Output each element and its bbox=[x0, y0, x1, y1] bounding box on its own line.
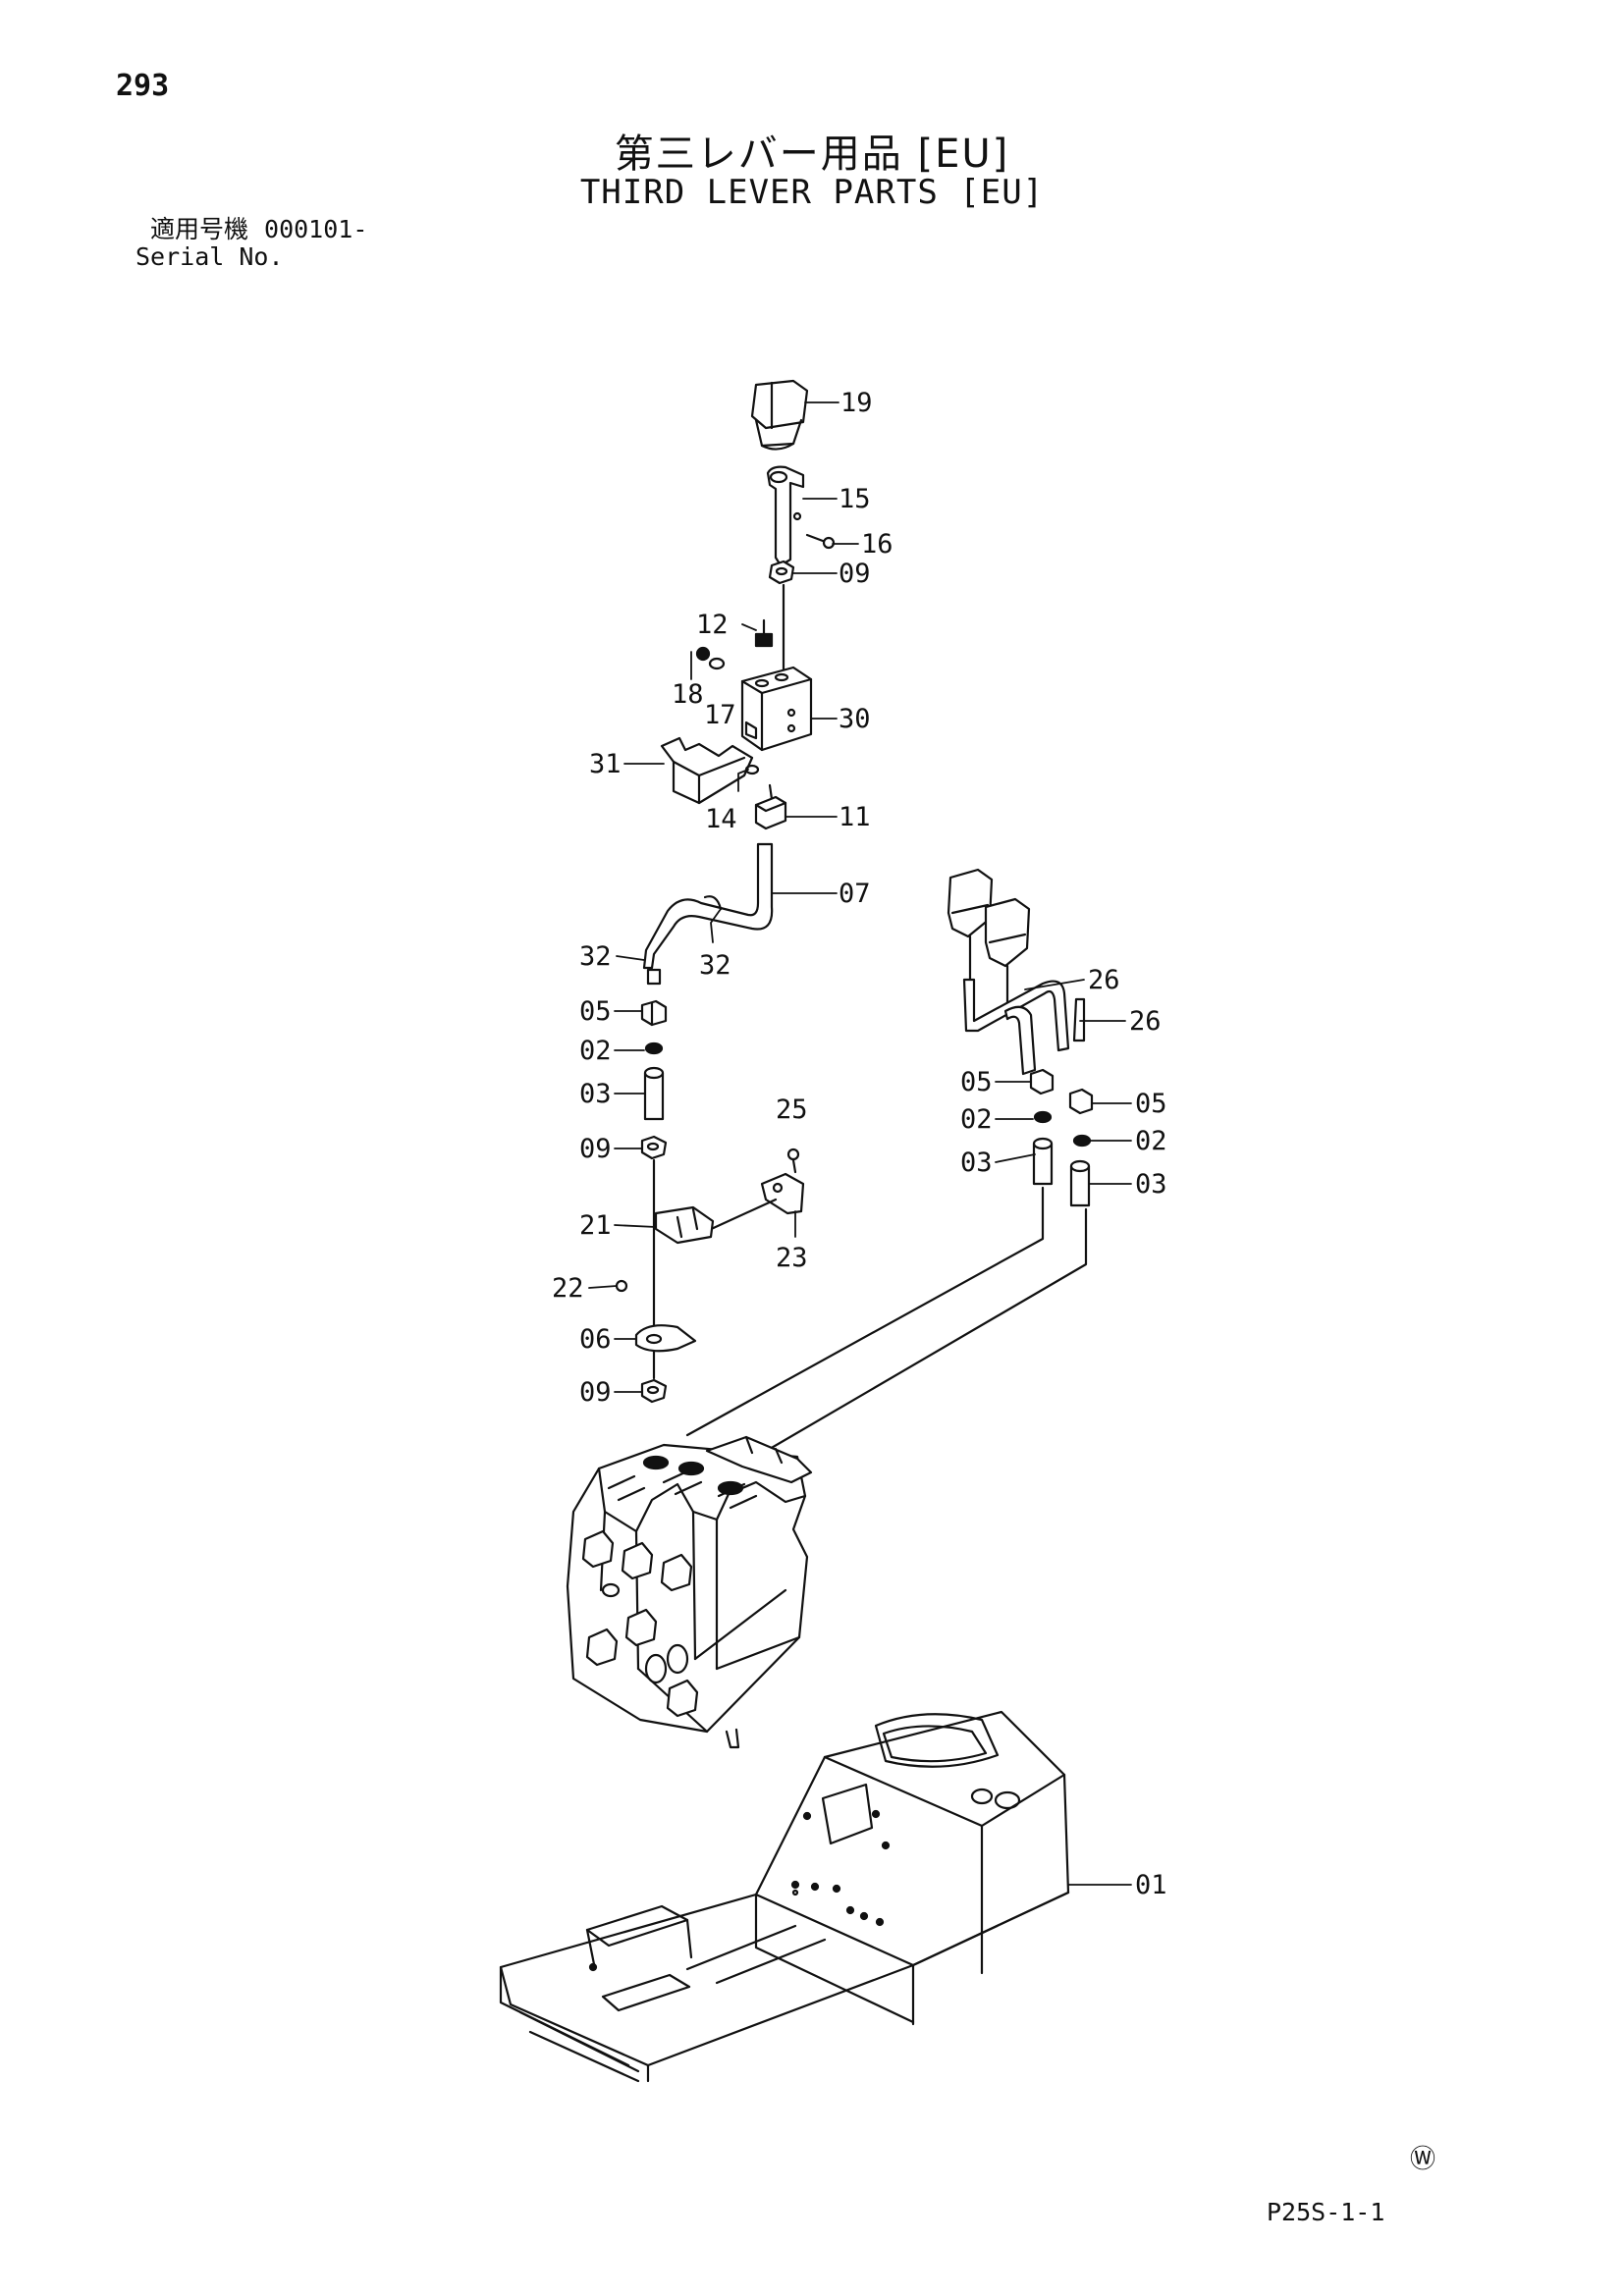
callout-02-right-b: 02 bbox=[1135, 1126, 1167, 1156]
control-valve bbox=[566, 1435, 813, 1749]
callout-05-right-b: 05 bbox=[1135, 1089, 1167, 1119]
callout-03-left: 03 bbox=[579, 1079, 612, 1109]
sleeve-03-right-b bbox=[1069, 1159, 1091, 1207]
sleeve-03-left bbox=[643, 1066, 665, 1121]
callout-09-upper: 09 bbox=[839, 559, 871, 589]
page-title-japanese: 第三レバー用品 [EU] bbox=[614, 132, 1010, 177]
nut-09-lower bbox=[640, 1378, 668, 1404]
console-01 bbox=[499, 1710, 1070, 2083]
switch-11 bbox=[754, 783, 787, 830]
nut-09-middle bbox=[640, 1135, 668, 1160]
callout-16: 16 bbox=[861, 529, 893, 560]
callout-18: 18 bbox=[672, 679, 704, 710]
callout-12: 12 bbox=[696, 610, 729, 640]
bracket-31 bbox=[660, 736, 754, 805]
nut-05-right-a bbox=[1029, 1068, 1055, 1095]
nut-09-upper bbox=[768, 560, 795, 585]
knob-26-front bbox=[984, 897, 1031, 1017]
pin-12 bbox=[754, 618, 774, 648]
washer-02-right-a bbox=[1033, 1110, 1053, 1124]
w-mark: Ⓦ bbox=[1410, 2145, 1436, 2174]
callout-26-upper: 26 bbox=[1088, 965, 1120, 995]
callout-31: 31 bbox=[589, 749, 622, 779]
callout-06: 06 bbox=[579, 1324, 612, 1355]
page-title-english: THIRD LEVER PARTS [EU] bbox=[579, 173, 1045, 212]
page-number: 293 bbox=[116, 69, 170, 103]
callout-03-right-b: 03 bbox=[1135, 1169, 1167, 1200]
serial-label-japanese: 適用号機 bbox=[150, 215, 249, 243]
callout-05-right-a: 05 bbox=[960, 1067, 993, 1097]
bracket-23 bbox=[760, 1172, 805, 1215]
callout-25: 25 bbox=[776, 1095, 808, 1125]
callout-22: 22 bbox=[552, 1273, 584, 1304]
lever-rod-07-32 bbox=[642, 842, 774, 986]
screw-25 bbox=[786, 1148, 800, 1174]
callout-09-lower: 09 bbox=[579, 1377, 612, 1408]
callout-labels: 19 15 16 09 12 18 17 30 31 14 11 07 32 3… bbox=[552, 388, 1167, 1900]
callout-01: 01 bbox=[1135, 1870, 1167, 1900]
nut-05-left bbox=[640, 999, 668, 1027]
sleeve-03-right-a bbox=[1032, 1137, 1054, 1186]
leader-to-valve bbox=[685, 1186, 1088, 1465]
callout-14: 14 bbox=[705, 804, 737, 834]
serial-value: 000101- bbox=[264, 215, 368, 243]
nut-05-right-b bbox=[1068, 1088, 1094, 1115]
screw-16 bbox=[805, 533, 836, 550]
callout-07: 07 bbox=[839, 879, 871, 909]
callout-30: 30 bbox=[839, 704, 871, 734]
callout-11: 11 bbox=[839, 802, 871, 832]
callout-leaders bbox=[588, 401, 1132, 1886]
serial-number-block: 適用号機 000101- Serial No. bbox=[135, 215, 368, 271]
callout-26-lower: 26 bbox=[1129, 1006, 1162, 1037]
lever-bracket-15 bbox=[766, 465, 805, 567]
callout-32-left: 32 bbox=[579, 941, 612, 972]
callout-03-right-a: 03 bbox=[960, 1148, 993, 1178]
serial-label-english: Serial No. bbox=[135, 242, 284, 271]
plate-06 bbox=[634, 1324, 697, 1353]
screw-18 bbox=[695, 646, 711, 662]
screw-22 bbox=[615, 1279, 628, 1293]
callout-21: 21 bbox=[579, 1210, 612, 1241]
switch-box-30 bbox=[740, 666, 813, 752]
callout-02-left: 02 bbox=[579, 1036, 612, 1066]
callout-05-left: 05 bbox=[579, 996, 612, 1027]
callout-17: 17 bbox=[704, 700, 736, 730]
callout-32-right: 32 bbox=[699, 950, 731, 981]
washer-02-left bbox=[644, 1041, 664, 1055]
callout-02-right-a: 02 bbox=[960, 1104, 993, 1135]
washer-02-right-b bbox=[1072, 1134, 1092, 1148]
lever-21 bbox=[654, 1205, 715, 1245]
callout-23: 23 bbox=[776, 1243, 808, 1273]
linkage-rod bbox=[705, 1198, 778, 1233]
callout-19: 19 bbox=[840, 388, 873, 418]
callout-15: 15 bbox=[839, 484, 871, 514]
callout-09-middle: 09 bbox=[579, 1134, 612, 1164]
washer-17 bbox=[708, 657, 726, 670]
lever-rods-26 bbox=[962, 978, 1086, 1076]
knob-26-rear bbox=[947, 868, 994, 1017]
figure-code: P25S-1-1 bbox=[1267, 2198, 1385, 2226]
knob-19 bbox=[750, 379, 809, 451]
